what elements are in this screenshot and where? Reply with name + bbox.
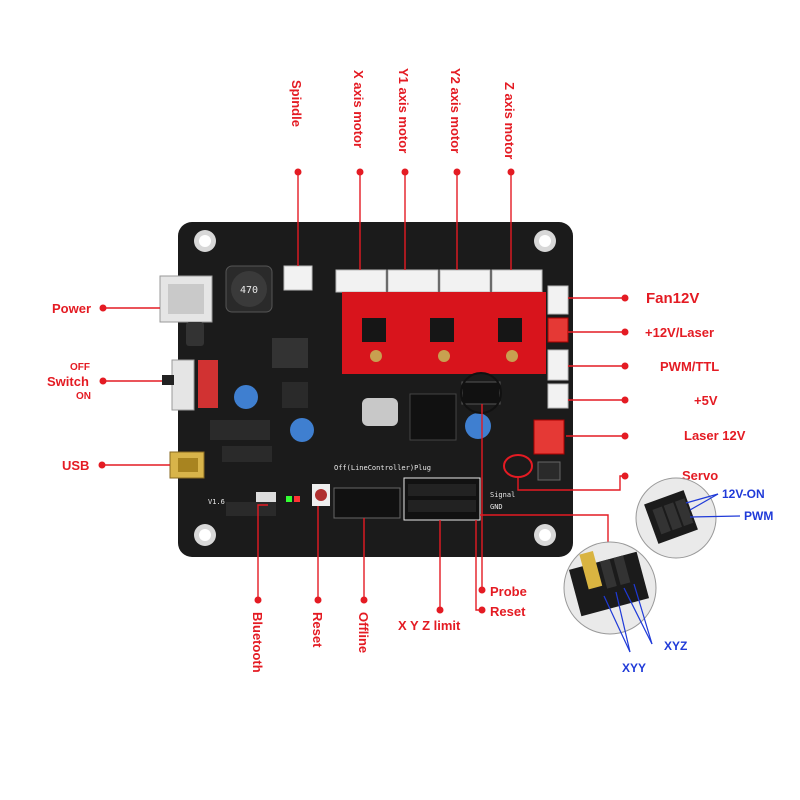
power-switch: [162, 359, 218, 411]
label-power: Power: [52, 301, 91, 316]
label-probe: Probe: [490, 584, 527, 599]
label-xyz: XYZ: [664, 639, 687, 653]
label-usb: USB: [62, 458, 89, 473]
limit-header: Signal GND: [403, 477, 515, 521]
version-silk: V1.6: [208, 498, 225, 506]
label-servo: Servo: [682, 468, 718, 483]
signal-silk: Signal: [490, 491, 515, 499]
label-xyy: XYY: [622, 661, 646, 675]
motor-connectors: [335, 269, 543, 293]
stepper-drivers: [342, 292, 546, 374]
label-12v-on: 12V-ON: [722, 487, 765, 501]
label-bluetooth: Bluetooth: [250, 612, 265, 673]
spindle-connector: [283, 265, 313, 291]
label-switch-off: OFF: [70, 362, 90, 373]
usb-port: [169, 451, 205, 479]
label-reset: Reset: [310, 612, 325, 648]
servo-inset-leads: [685, 493, 741, 518]
right-connectors: [533, 285, 569, 481]
leader-lines: [98, 168, 629, 614]
servo-inset: [635, 477, 717, 559]
gnd-silk: GND: [490, 503, 503, 511]
offline-header-silk: Off(LineController)Plug: [334, 464, 431, 472]
label-x-axis-motor: X axis motor: [351, 70, 366, 148]
label-spindle: Spindle: [289, 80, 304, 127]
power-jack: [159, 275, 213, 323]
label-fan12v: Fan12V: [646, 290, 699, 307]
label-5v: +5V: [694, 393, 718, 408]
label-pwm-ttl: PWM/TTL: [660, 359, 719, 374]
inductor: 470: [225, 265, 273, 313]
label-laser-12v: Laser 12V: [684, 428, 746, 443]
label-switch: Switch: [47, 374, 89, 389]
label-y2-axis-motor: Y2 axis motor: [448, 68, 463, 153]
offline-header: Off(LineController)Plug: [333, 464, 431, 519]
label-y1-axis-motor: Y1 axis motor: [396, 68, 411, 153]
label-reset-2: Reset: [490, 604, 526, 619]
label-switch-on: ON: [76, 391, 91, 402]
label-12v-laser: +12V/Laser: [645, 325, 714, 340]
limit-inset-leads: [603, 583, 653, 653]
label-z-axis-motor: Z axis motor: [502, 82, 517, 159]
limit-inset: [563, 541, 657, 635]
inductor-marking: 470: [240, 285, 258, 296]
label-xyz-limit: X Y Z limit: [398, 618, 461, 633]
label-offline: Offline: [356, 612, 371, 653]
label-pwm: PWM: [744, 509, 773, 523]
